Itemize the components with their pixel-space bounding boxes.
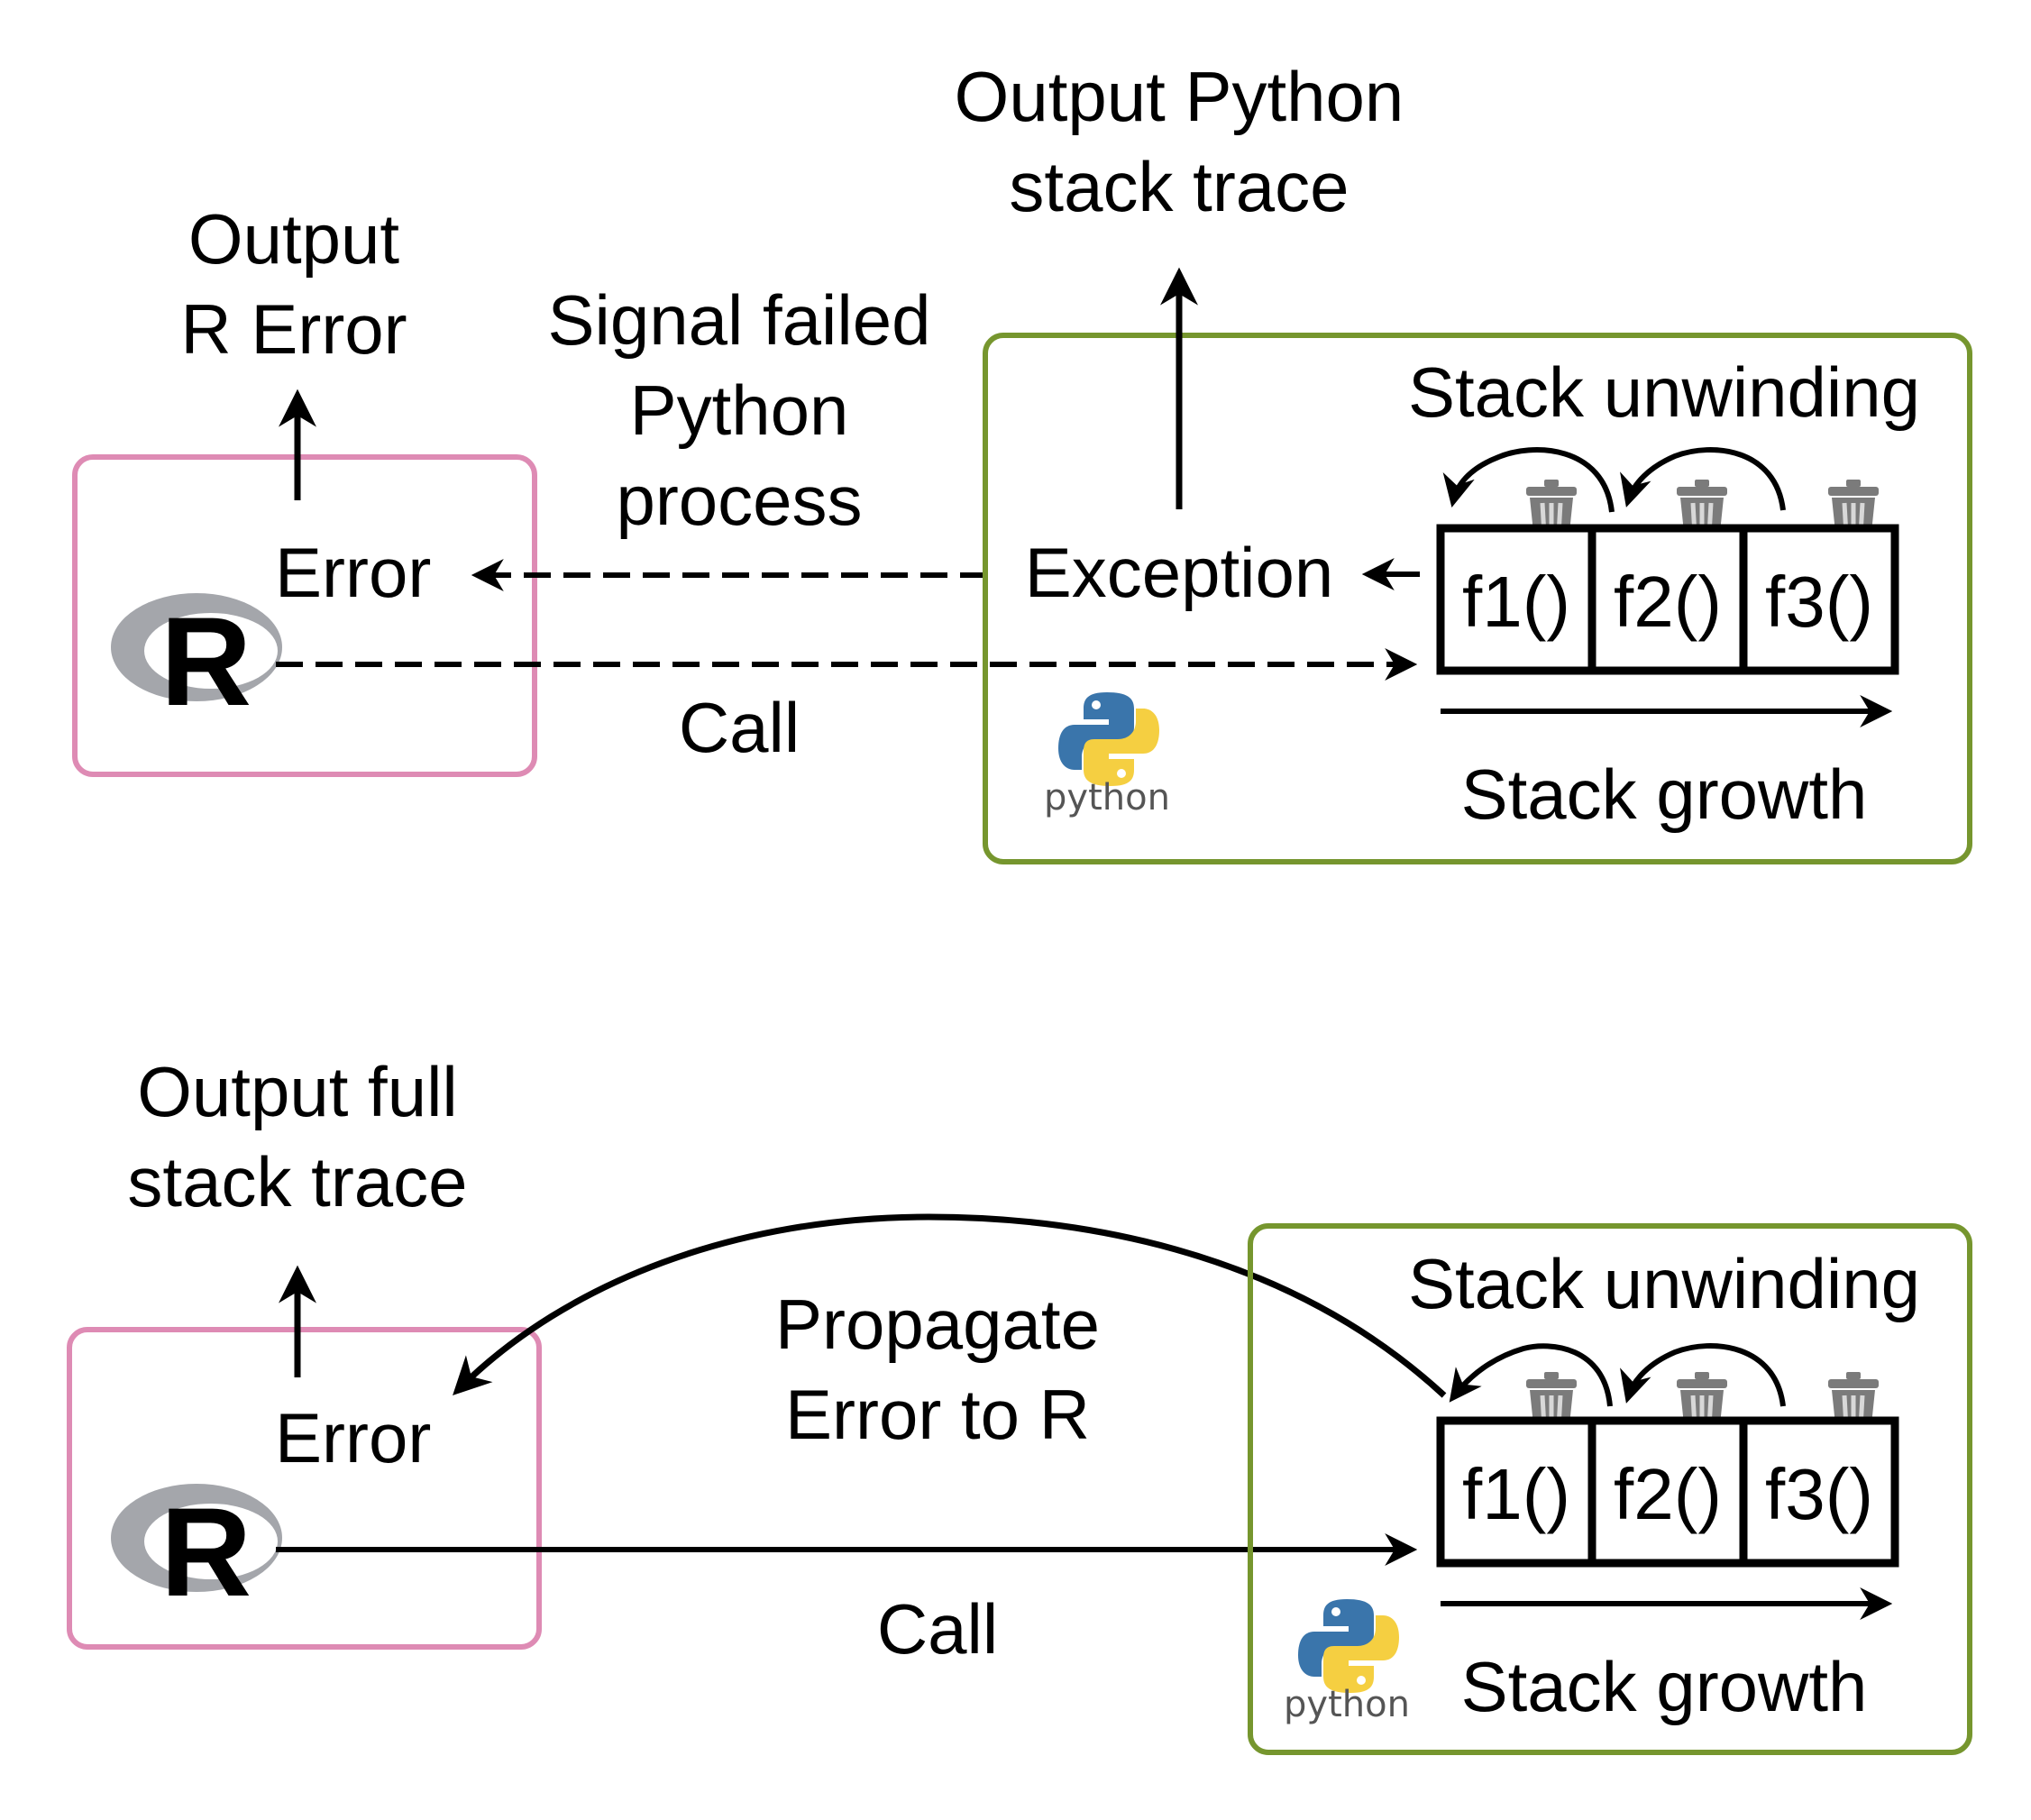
bottom-propagate-arrow — [453, 1213, 1447, 1398]
bottom-python-box — [1248, 1223, 1972, 1755]
top-unwind-arrow-right — [1620, 447, 1786, 511]
bottom-stack-growth-label: Stack growth — [1461, 1647, 1868, 1726]
bottom-frame-f3-label: f3() — [1765, 1454, 1873, 1534]
top-python-wordmark: python — [1044, 777, 1170, 819]
top-python-logo-icon — [1058, 692, 1159, 786]
bottom-frame-f1 — [1436, 1416, 1596, 1568]
top-signal-label-1: Signal failed — [548, 280, 931, 360]
top-r-box — [72, 454, 537, 777]
bottom-frame-f2 — [1587, 1416, 1748, 1568]
top-frame-f2-label: f2() — [1614, 562, 1722, 642]
bottom-r-output-label-1: Output full — [137, 1052, 458, 1131]
bottom-unwind-arrow-left — [1449, 1343, 1613, 1407]
top-panel: Error Output R Error Signal failed Pytho… — [72, 57, 1972, 864]
bottom-r-box — [67, 1327, 542, 1650]
top-stack-growth-label: Stack growth — [1461, 755, 1868, 834]
top-unwind-arrow-2 — [1442, 447, 1615, 513]
top-python-box — [983, 333, 1972, 864]
bottom-r-error-label: Error — [275, 1398, 431, 1477]
bottom-panel: Error Output full stack trace Propagate … — [67, 1052, 1972, 1755]
bottom-stack-unwinding-label: Stack unwinding — [1408, 1244, 1920, 1323]
top-py-output-label-2: stack trace — [1009, 147, 1349, 226]
bottom-propagate-label-1: Propagate — [775, 1285, 1100, 1364]
bottom-propagate-label-2: Error to R — [785, 1375, 1090, 1454]
bottom-python-logo-icon — [1298, 1599, 1399, 1693]
bottom-python-wordmark: python — [1284, 1684, 1410, 1725]
bottom-frame-f2-label: f2() — [1614, 1454, 1722, 1534]
top-py-output-label-1: Output Python — [955, 57, 1404, 136]
top-r-output-label-1: Output — [188, 199, 399, 279]
top-frame-f3-label: f3() — [1765, 562, 1873, 642]
top-frame-f1-label: f1() — [1462, 562, 1570, 642]
bottom-frame-f1-label: f1() — [1462, 1454, 1570, 1534]
top-stack-unwinding-label: Stack unwinding — [1408, 352, 1920, 432]
top-call-label: Call — [679, 688, 800, 767]
bottom-r-output-label-2: stack trace — [127, 1142, 467, 1221]
bottom-call-label: Call — [877, 1589, 998, 1669]
top-signal-label-2: Python — [630, 370, 849, 450]
top-r-error-label: Error — [275, 533, 431, 612]
top-r-logo-icon — [111, 590, 282, 732]
bottom-unwind-arrow-right — [1620, 1343, 1786, 1407]
top-frame-f1 — [1436, 524, 1596, 675]
top-signal-label-3: process — [616, 461, 862, 540]
top-frame-f3 — [1739, 524, 1899, 675]
top-exception-label: Exception — [1025, 533, 1334, 612]
bottom-frame-f3 — [1739, 1416, 1899, 1568]
top-r-output-label-2: R Error — [180, 289, 407, 369]
bottom-r-logo-icon — [111, 1481, 282, 1623]
